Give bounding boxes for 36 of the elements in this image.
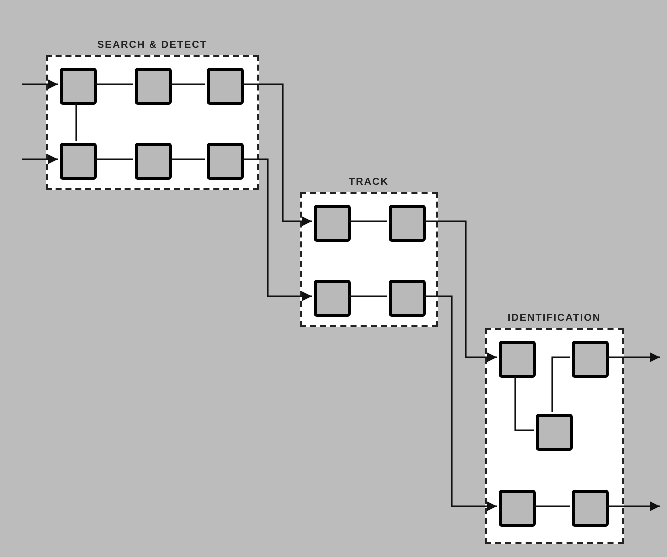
connector-line [534, 506, 570, 508]
group-heading: IDENTIFICATION [506, 312, 602, 326]
process-box [314, 280, 351, 317]
arrow [242, 158, 312, 302]
process-box [536, 414, 573, 451]
connector-line [95, 158, 133, 160]
arrow [242, 84, 312, 226]
connector-line [170, 158, 205, 160]
process-box [572, 490, 609, 527]
process-box [572, 341, 609, 378]
process-box [499, 341, 536, 378]
arrow [607, 352, 660, 362]
process-box [389, 205, 426, 242]
process-box [499, 490, 536, 527]
connector-line [349, 296, 387, 298]
arrow [424, 220, 497, 362]
connector-line [349, 220, 387, 222]
connector-line [170, 84, 205, 86]
arrow [424, 296, 497, 512]
process-box [314, 205, 351, 242]
arrow [607, 502, 660, 512]
process-box [135, 143, 172, 180]
connector-line [95, 84, 133, 86]
process-box [135, 68, 172, 105]
group-heading: SEARCH & DETECT [96, 39, 208, 53]
connector-line [552, 356, 570, 412]
process-box [389, 280, 426, 317]
group-heading: TRACK [348, 176, 390, 190]
arrow [22, 80, 58, 90]
connector-line [76, 103, 78, 141]
process-box [207, 143, 244, 180]
process-box [207, 68, 244, 105]
process-box [60, 143, 97, 180]
connector-line [514, 376, 534, 432]
process-box [60, 68, 97, 105]
arrow [22, 154, 58, 164]
